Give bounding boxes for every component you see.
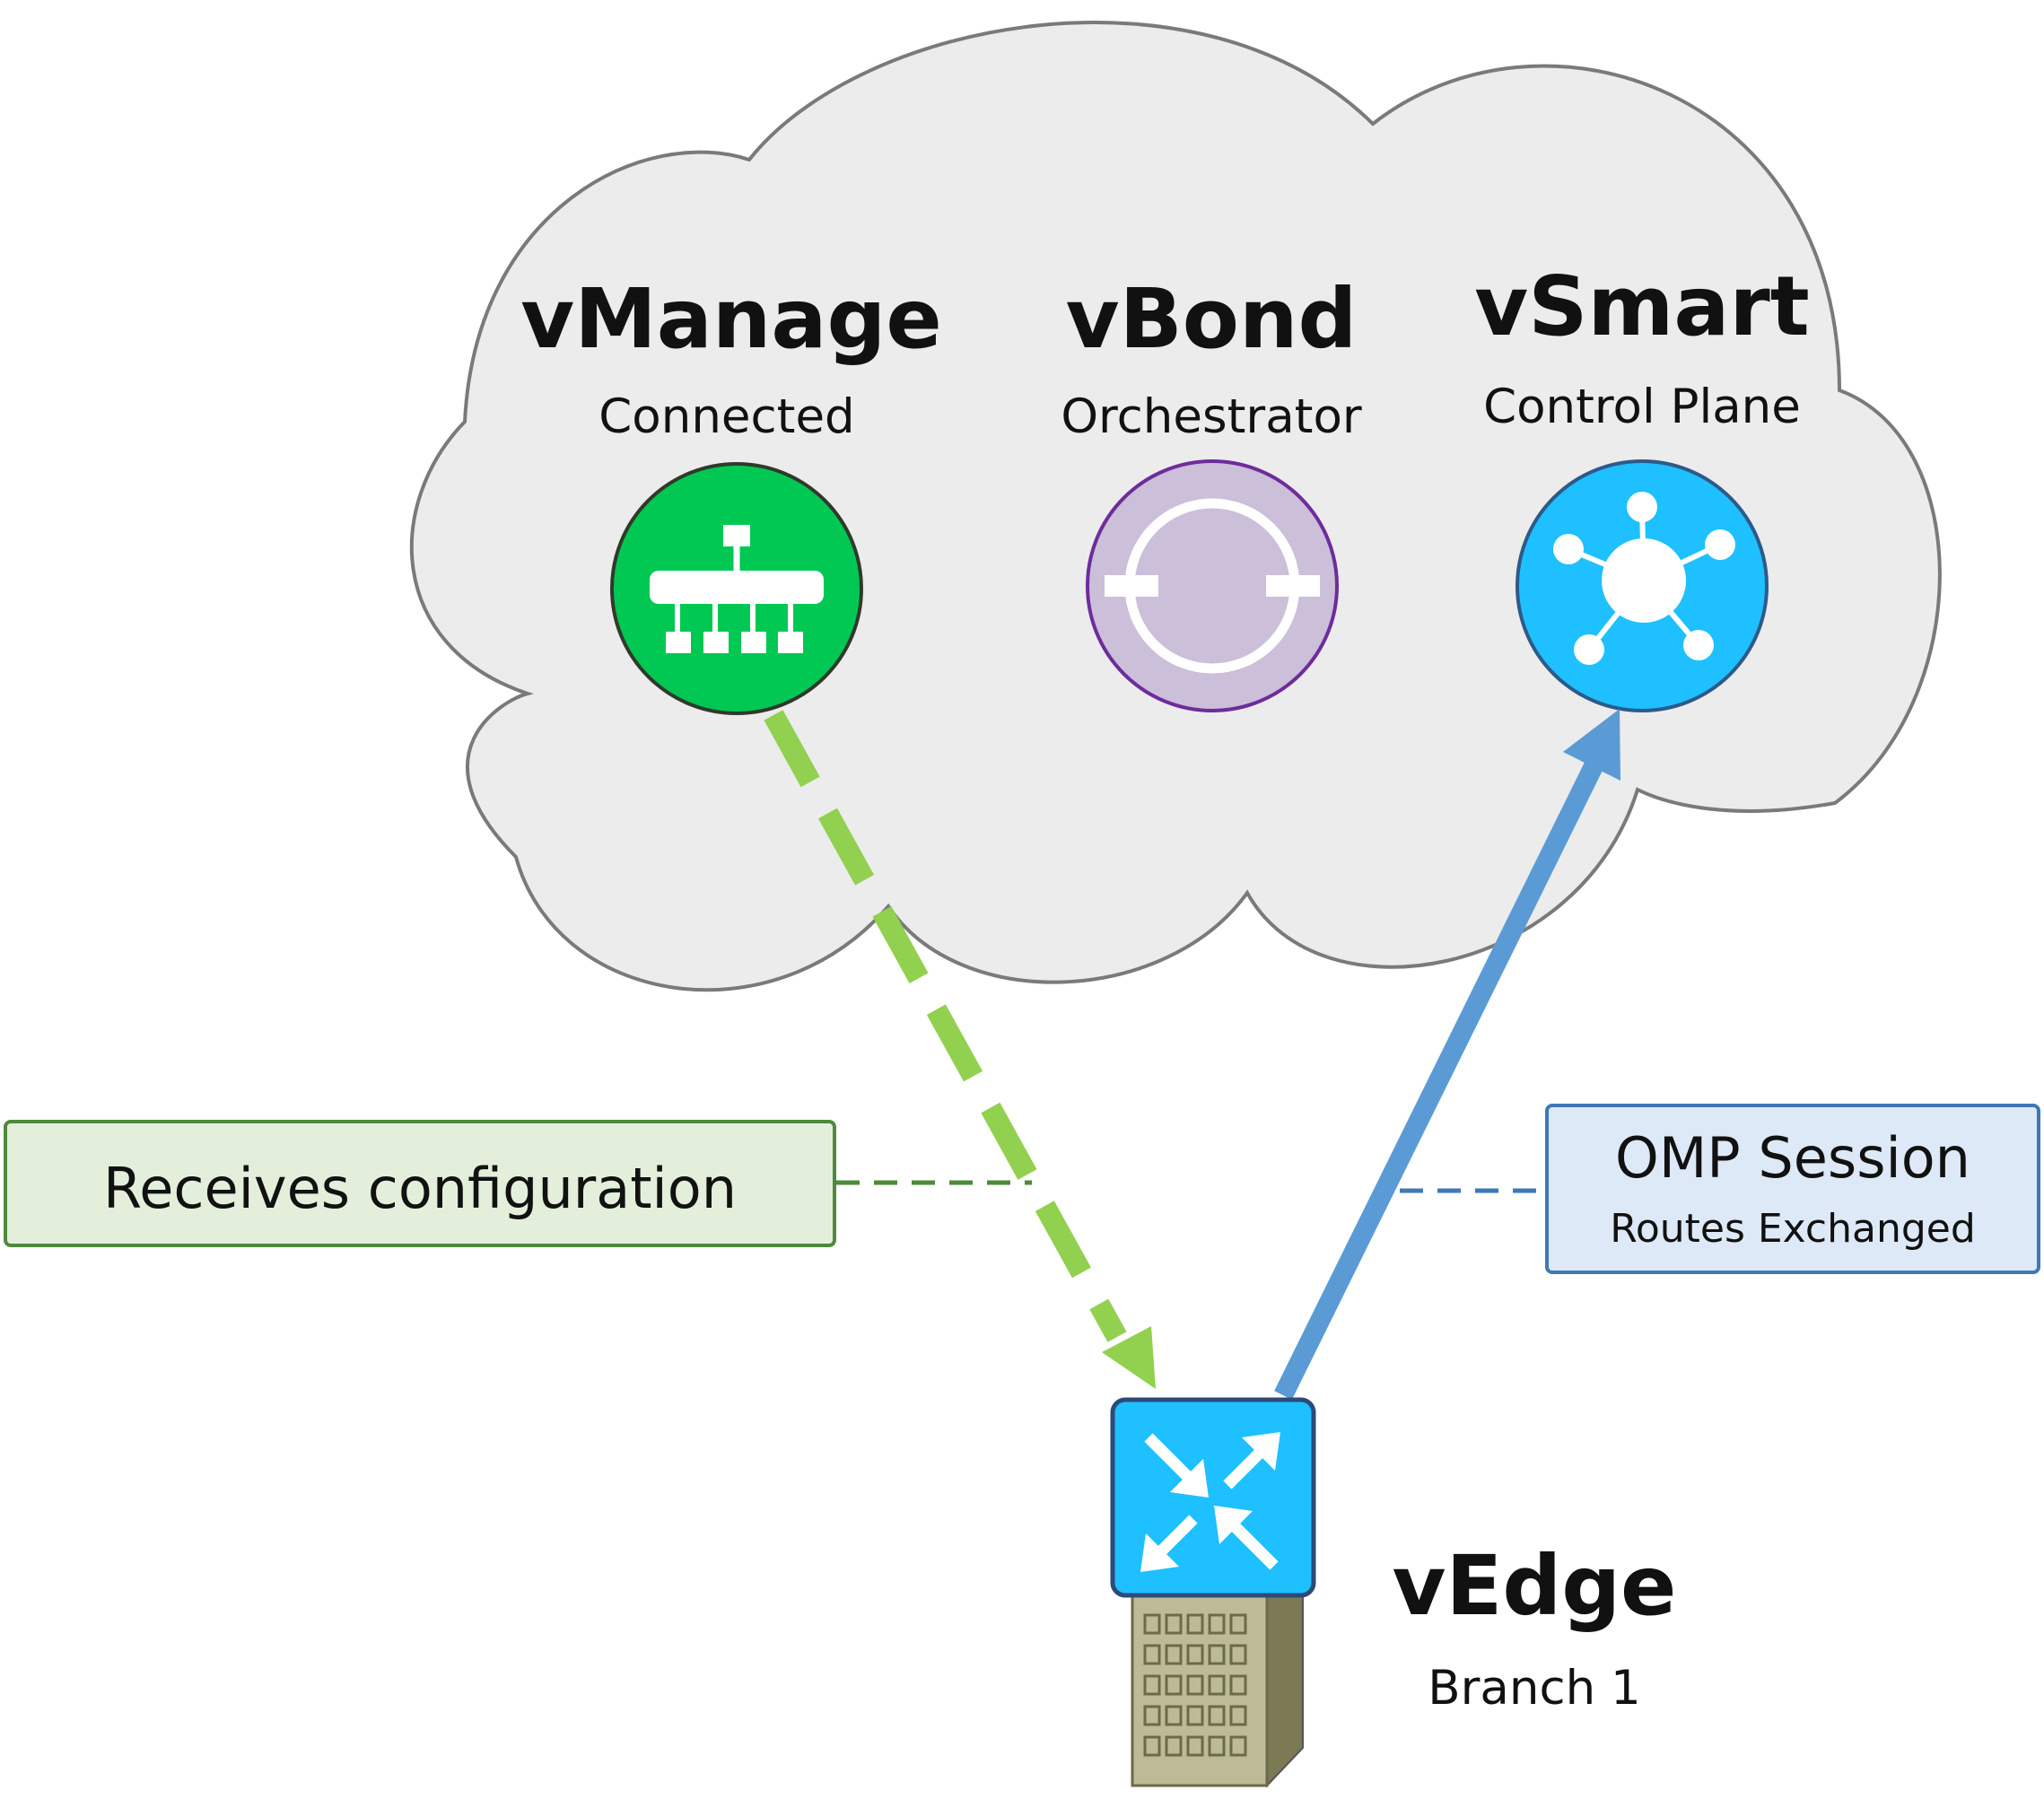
router-arrows-icon — [1140, 1432, 1280, 1572]
vsmart-title: vSmart — [1474, 258, 1810, 354]
vsmart-role: Control Plane — [1483, 380, 1801, 434]
building-window — [1208, 1705, 1226, 1726]
network-hierarchy-icon — [650, 525, 824, 653]
building-window — [1143, 1644, 1161, 1665]
building-window — [1143, 1674, 1161, 1696]
building-window — [1229, 1674, 1247, 1696]
vmanage-node[interactable] — [610, 462, 863, 715]
vbond-role: Orchestrator — [1061, 389, 1362, 444]
config-callout-label: Receives configuration — [102, 1156, 737, 1221]
omp-link — [1274, 709, 1620, 1400]
vmanage-title: vManage — [520, 271, 942, 367]
hub-spoke-icon — [1553, 492, 1735, 665]
building-window — [1165, 1735, 1183, 1757]
vbond-node[interactable] — [1086, 459, 1339, 712]
building-window — [1186, 1644, 1204, 1665]
building-window — [1229, 1613, 1247, 1635]
omp-callout-title: OMP Session — [1615, 1125, 1970, 1191]
config-link — [764, 710, 1156, 1389]
vedge-site: Branch 1 — [1428, 1661, 1641, 1716]
building-window — [1229, 1705, 1247, 1726]
building-window — [1165, 1613, 1183, 1635]
vbond-title: vBond — [1065, 271, 1358, 367]
building-icon — [1131, 1559, 1304, 1788]
building-window — [1186, 1674, 1204, 1696]
building-window — [1186, 1735, 1204, 1757]
building-window — [1165, 1705, 1183, 1726]
building-window — [1143, 1705, 1161, 1726]
building-window — [1165, 1674, 1183, 1696]
building-window — [1186, 1613, 1204, 1635]
building-window — [1165, 1644, 1183, 1665]
building-window — [1229, 1644, 1247, 1665]
building-window — [1143, 1613, 1161, 1635]
building-window — [1208, 1644, 1226, 1665]
omp-callout-detail: Routes Exchanged — [1610, 1206, 1976, 1252]
vsmart-node[interactable] — [1516, 459, 1769, 712]
building-window — [1229, 1735, 1247, 1757]
building-window — [1186, 1705, 1204, 1726]
building-window — [1143, 1735, 1161, 1757]
vedge-router[interactable] — [1110, 1397, 1316, 1598]
orchestrator-ring-icon — [1105, 498, 1320, 674]
building-window — [1208, 1735, 1226, 1757]
building-window — [1208, 1613, 1226, 1635]
building-window — [1208, 1674, 1226, 1696]
vedge-title: vEdge — [1392, 1538, 1677, 1634]
omp-callout: OMP Session Routes Exchanged — [1545, 1104, 2040, 1274]
vmanage-role: Connected — [598, 389, 855, 444]
config-callout: Receives configuration — [4, 1120, 836, 1247]
